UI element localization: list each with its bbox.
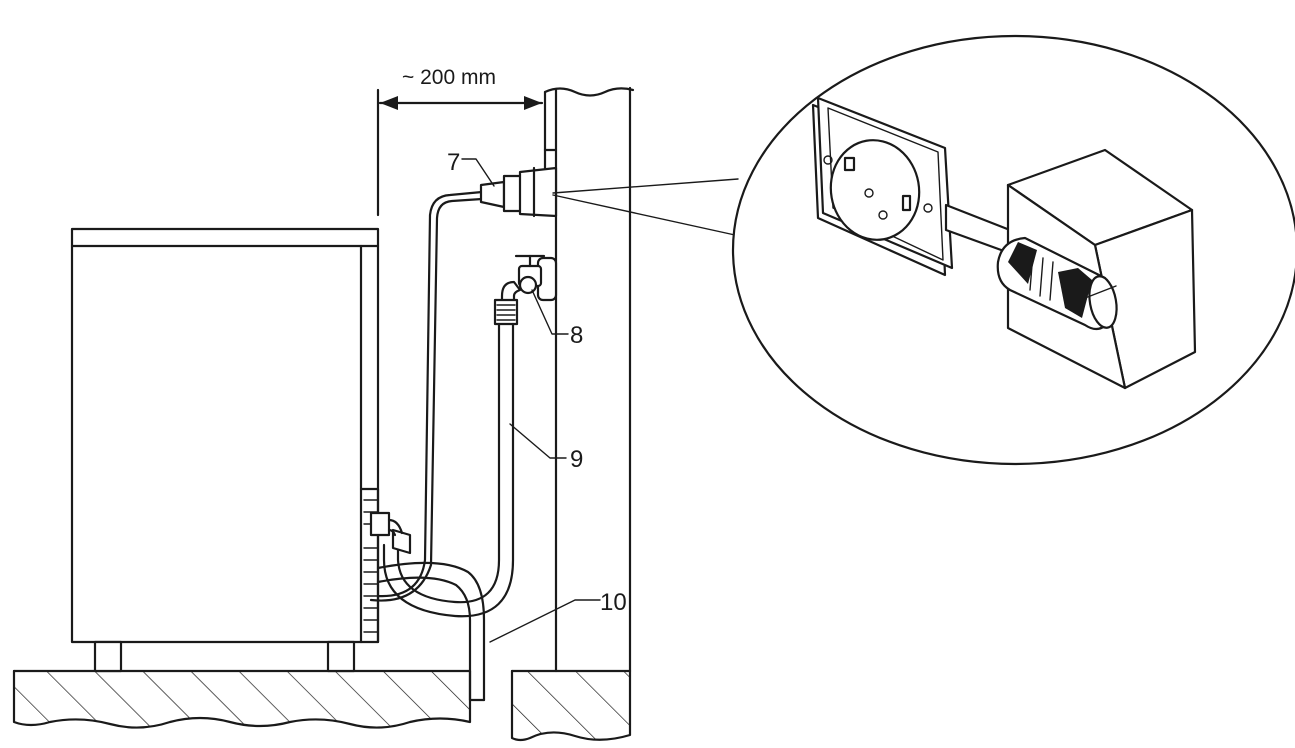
- dimension-label: ~ 200 mm: [402, 66, 496, 89]
- floor: [12, 669, 632, 742]
- washing-machine: [70, 227, 380, 673]
- callout-7: 7: [447, 149, 460, 176]
- leader-lines: [461, 158, 601, 643]
- machine-foot-left: [93, 640, 123, 673]
- dimension-line: ~ 200 mm: [376, 66, 544, 217]
- callout-10: 10: [600, 589, 627, 616]
- drain-hose: [376, 561, 486, 702]
- wall-socket: [811, 96, 954, 277]
- detail-pointer: [552, 178, 745, 238]
- inlet-hose: [369, 298, 519, 618]
- detail-magnifier: [731, 34, 1295, 466]
- machine-foot-right: [326, 640, 356, 673]
- water-tap: [500, 254, 558, 308]
- wall: [543, 86, 635, 673]
- callout-9: 9: [570, 446, 583, 473]
- power-plug: [479, 148, 558, 218]
- power-cable: [369, 190, 484, 602]
- fuse-switch: [996, 236, 1118, 331]
- callout-8: 8: [570, 322, 583, 349]
